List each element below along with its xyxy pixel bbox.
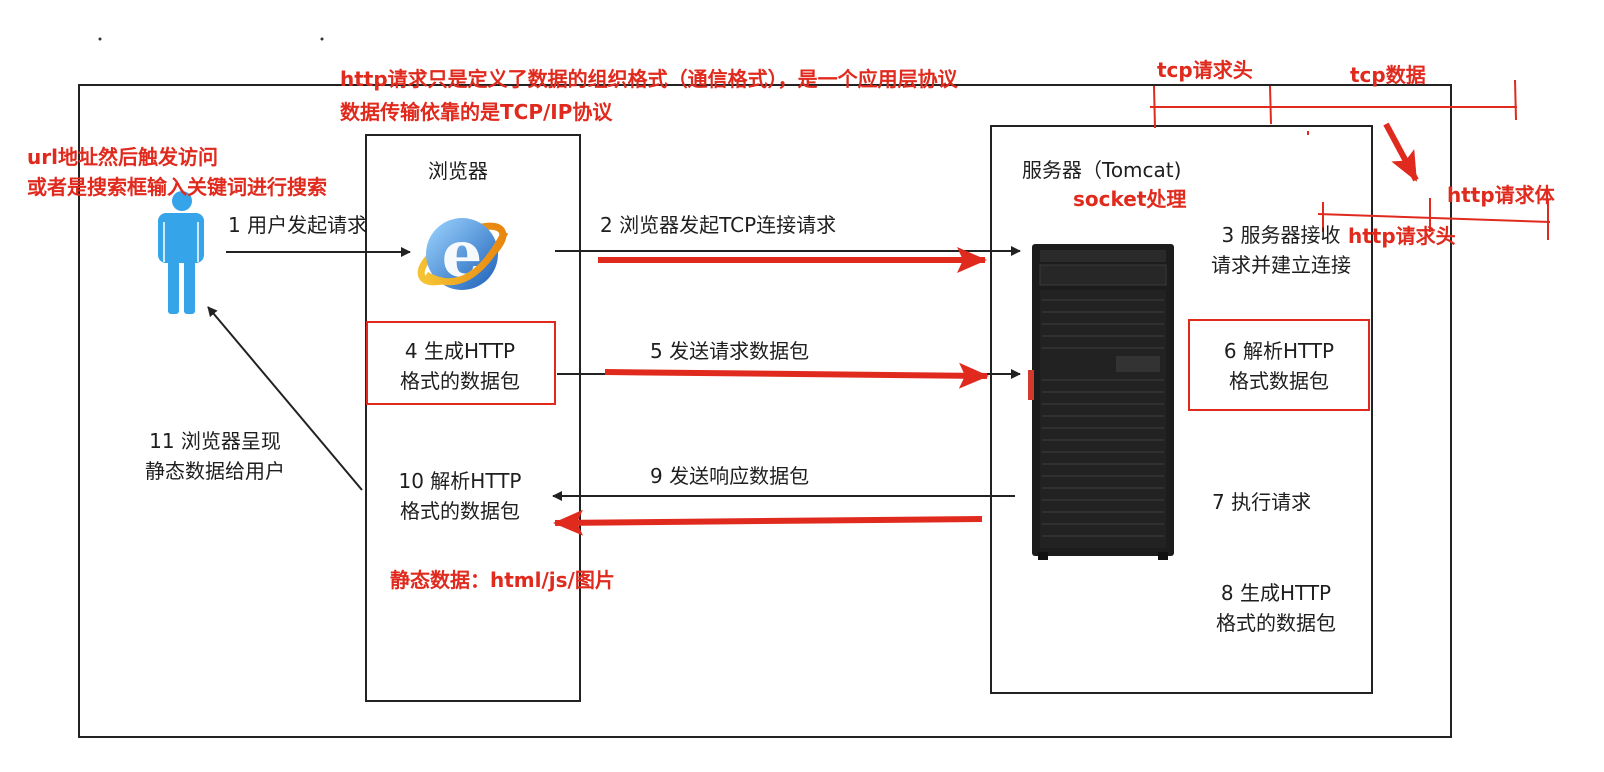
browser-step10: 10 解析HTTP 格式的数据包 <box>370 466 550 526</box>
note-tcp-transport: 数据传输依靠的是TCP/IP协议 <box>340 100 613 124</box>
tower-server-icon <box>1028 244 1174 560</box>
flow-step11-line1: 11 浏览器呈现 <box>149 429 281 453</box>
server-step8-line1: 8 生成HTTP <box>1220 581 1332 605</box>
label-http-header: http请求头 <box>1348 224 1456 248</box>
flow-step1: 1 用户发起请求 <box>228 213 368 237</box>
step4-highlight-box <box>366 321 556 405</box>
outer-frame <box>78 84 1452 738</box>
flow-step9: 9 发送响应数据包 <box>650 464 810 488</box>
label-tcp-data: tcp数据 <box>1350 63 1426 87</box>
server-step3-line1: 3 服务器接收 <box>1221 223 1341 247</box>
note-url-trigger: url地址然后触发访问 <box>27 145 218 169</box>
server-step7: 7 执行请求 <box>1212 490 1312 514</box>
red-arrow-body <box>1383 122 1419 182</box>
note-search-keyword: 或者是搜索框输入关键词进行搜索 <box>27 175 327 199</box>
browser-box <box>365 134 581 702</box>
server-step3-line2: 请求并建立连接 <box>1211 253 1351 277</box>
server-step6-line2: 格式数据包 <box>1229 369 1329 393</box>
label-tcp-header: tcp请求头 <box>1157 58 1253 82</box>
server-step8: 8 生成HTTP 格式的数据包 <box>1186 578 1366 638</box>
label-socket: socket处理 <box>1073 187 1187 211</box>
server-step3: 3 服务器接收 请求并建立连接 <box>1186 220 1376 280</box>
step6-highlight-box <box>1188 319 1370 411</box>
person-icon <box>158 191 204 314</box>
browser-step10-line2: 格式的数据包 <box>400 499 520 523</box>
browser-step4-line2: 格式的数据包 <box>400 369 520 393</box>
flow-step5: 5 发送请求数据包 <box>650 339 810 363</box>
flow-step2: 2 浏览器发起TCP连接请求 <box>600 213 837 237</box>
red-arrow-step5 <box>604 362 989 389</box>
browser-step4: 4 生成HTTP 格式的数据包 <box>370 336 550 396</box>
internet-explorer-icon: e <box>417 217 509 292</box>
server-step6-line1: 6 解析HTTP <box>1223 339 1335 363</box>
server-title: 服务器（Tomcat) <box>1022 158 1182 182</box>
note-http-definition: http请求只是定义了数据的组织格式（通信格式），是一个应用层协议 <box>340 67 958 91</box>
red-arrow-step9 <box>553 509 983 536</box>
browser-title: 浏览器 <box>428 159 488 183</box>
label-static-data: 静态数据：html/js/图片 <box>390 568 615 592</box>
arrow-step11 <box>207 306 363 491</box>
label-http-body: http请求体 <box>1447 183 1555 207</box>
server-box <box>990 125 1373 694</box>
flow-step11-line2: 静态数据给用户 <box>145 459 285 483</box>
server-step8-line2: 格式的数据包 <box>1216 611 1336 635</box>
flow-step11: 11 浏览器呈现 静态数据给用户 <box>120 426 310 486</box>
server-step6: 6 解析HTTP 格式数据包 <box>1190 336 1368 396</box>
browser-step10-line1: 10 解析HTTP <box>398 469 522 493</box>
browser-step4-line1: 4 生成HTTP <box>404 339 516 363</box>
